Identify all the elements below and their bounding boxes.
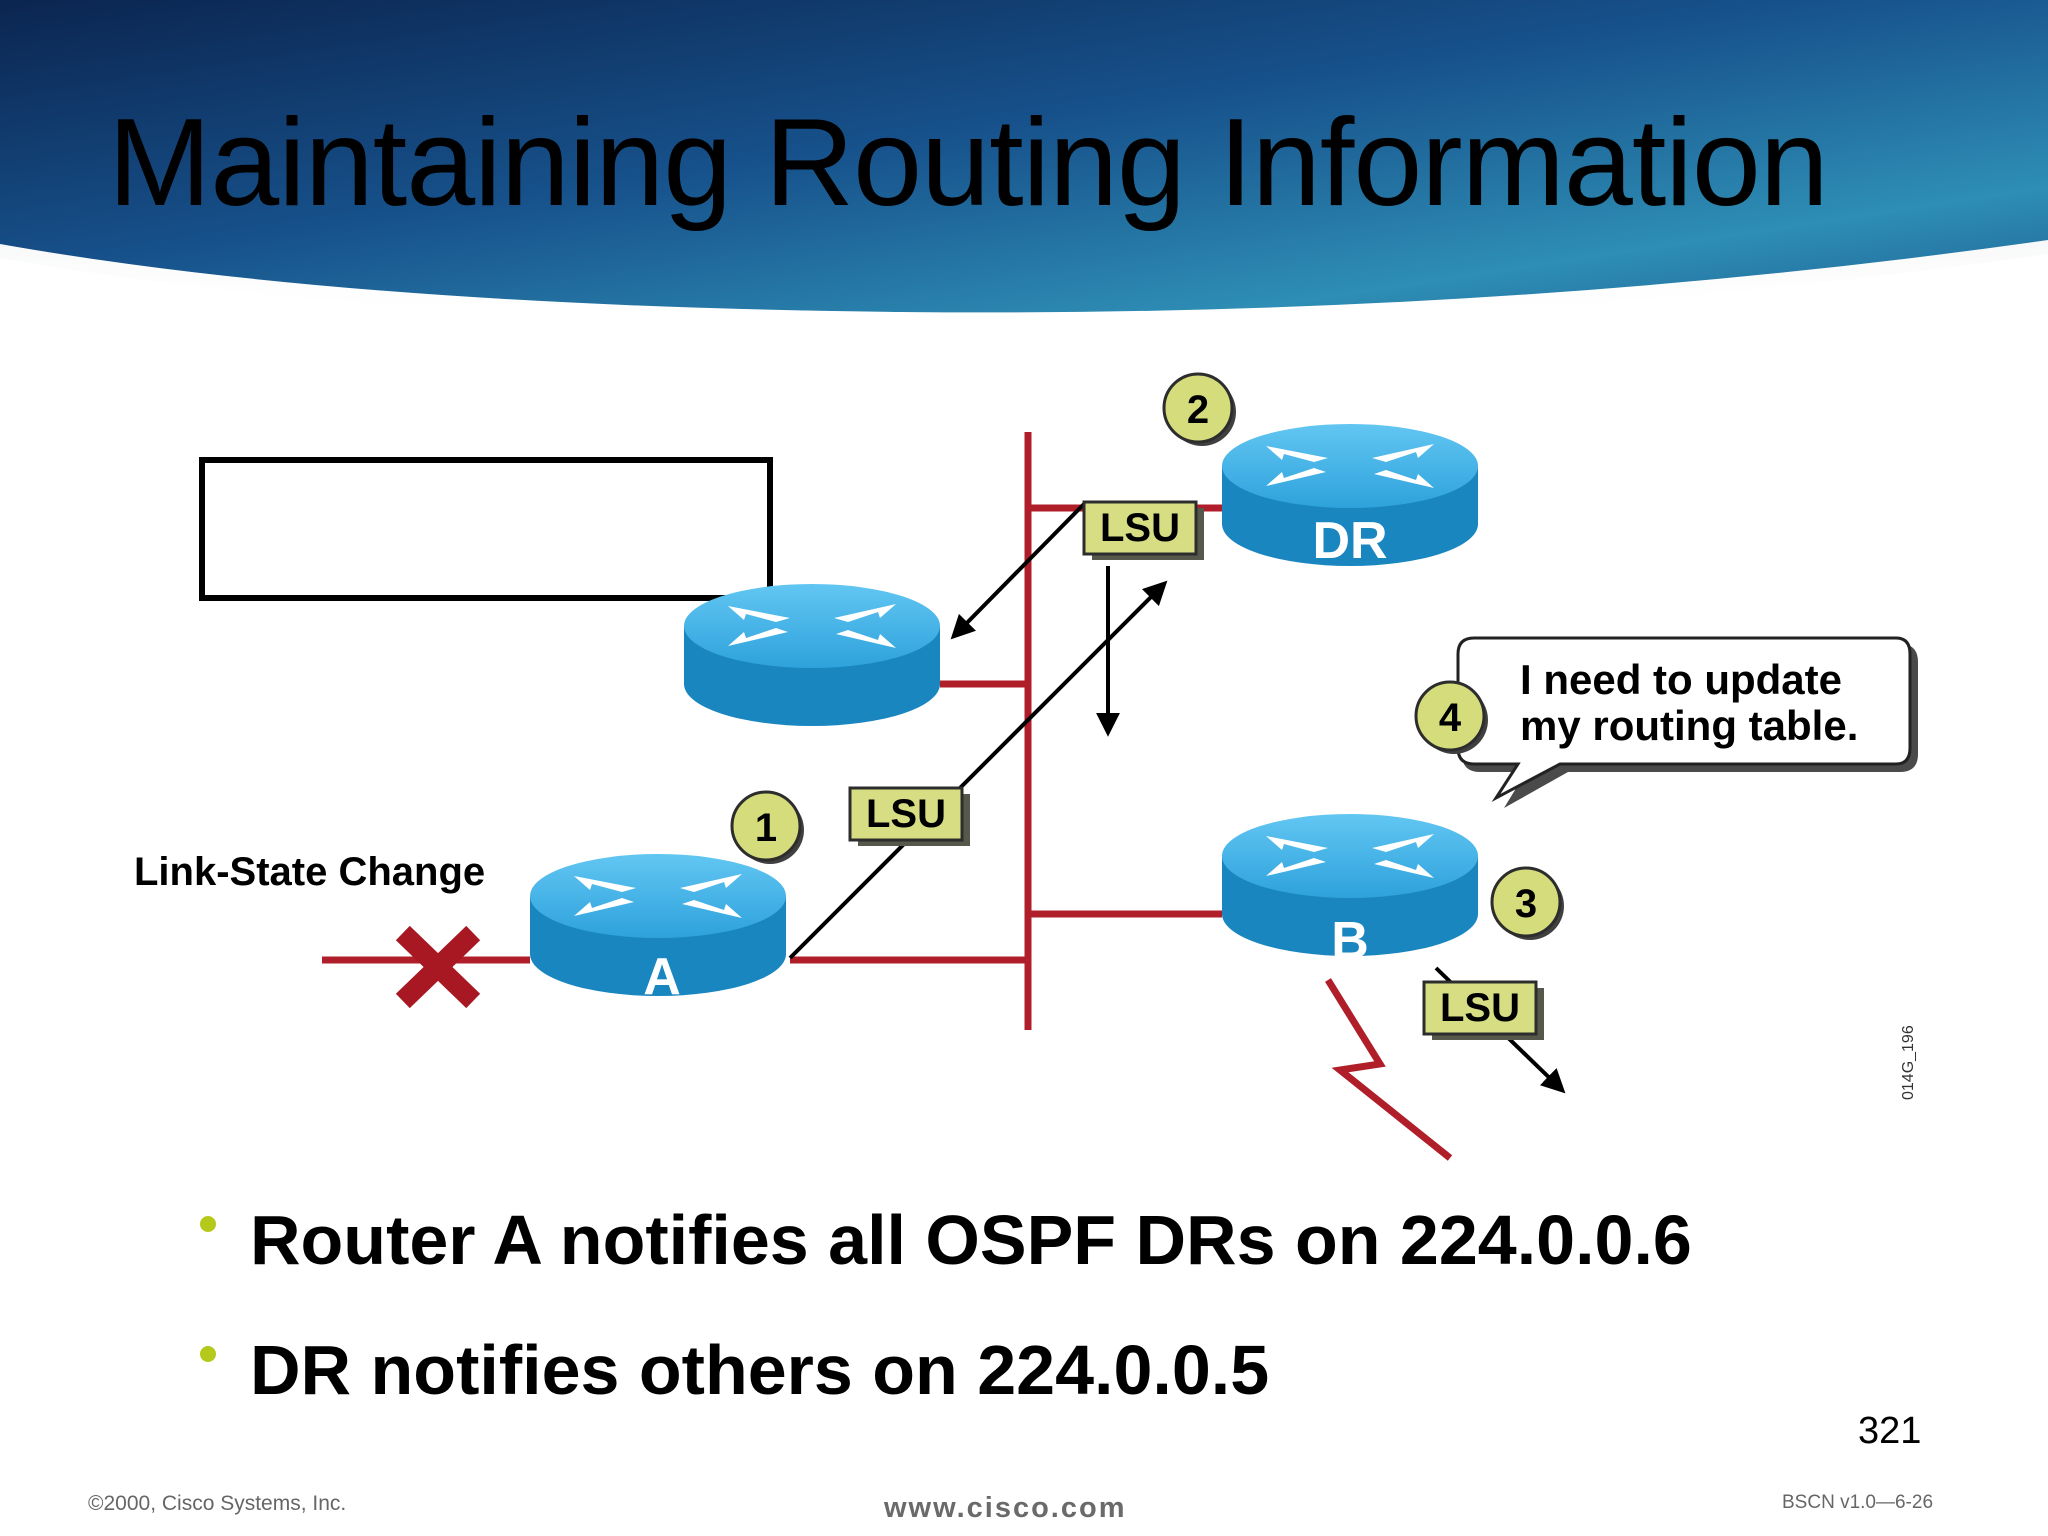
figure-id: 014G_196 bbox=[1900, 1025, 1917, 1100]
serial-link-b bbox=[1325, 978, 1453, 1161]
lsu-packet-a: LSU bbox=[848, 786, 970, 846]
step-2-label: 2 bbox=[1187, 388, 1209, 432]
footer-url: www.cisco.com bbox=[884, 1492, 1127, 1524]
lsu-label-dr: LSU bbox=[1100, 506, 1180, 550]
bullet-dot-icon bbox=[200, 1216, 216, 1232]
bullet-text: Router A notifies all OSPF DRs on 224.0.… bbox=[250, 1201, 1692, 1279]
arrow-a-to-dr bbox=[788, 580, 1168, 960]
bullet-text: DR notifies others on 224.0.0.5 bbox=[250, 1331, 1270, 1409]
step-badge-4: 4 bbox=[1414, 680, 1488, 754]
network-links bbox=[322, 432, 1453, 1161]
lsu-packet-b: LSU bbox=[1422, 980, 1544, 1040]
header-banner bbox=[0, 0, 2048, 327]
empty-label-box bbox=[199, 457, 773, 601]
step-4-label: 4 bbox=[1439, 696, 1462, 740]
router-label-b: B bbox=[1331, 912, 1369, 970]
router-mid bbox=[684, 584, 940, 726]
step-3-label: 3 bbox=[1515, 882, 1537, 926]
step-1-label: 1 bbox=[755, 806, 777, 850]
link-state-change-label: Link-State Change bbox=[134, 850, 485, 894]
router-label-a: A bbox=[643, 948, 681, 1006]
slide-title: Maintaining Routing Information bbox=[108, 94, 1829, 232]
step-badge-1: 1 bbox=[730, 790, 804, 864]
router-label-dr: DR bbox=[1312, 512, 1387, 570]
lsu-label-a: LSU bbox=[866, 792, 946, 836]
ospf-diagram: DR A B LSU LSU LSU 1 2 bbox=[134, 372, 1918, 1161]
step-badge-3: 3 bbox=[1490, 866, 1564, 940]
lsu-packet-dr: LSU bbox=[1082, 500, 1204, 560]
arrow-dr-to-mid bbox=[950, 502, 1086, 640]
speech-line-1: I need to update bbox=[1520, 656, 1842, 703]
lsu-label-b: LSU bbox=[1440, 986, 1520, 1030]
footer-copyright: ©2000, Cisco Systems, Inc. bbox=[88, 1492, 347, 1515]
link-failure-x-icon bbox=[395, 925, 481, 1009]
speech-line-2: my routing table. bbox=[1520, 702, 1858, 749]
speech-bubble: I need to update my routing table. bbox=[1456, 636, 1918, 808]
step-badge-2: 2 bbox=[1162, 372, 1236, 446]
footer-course: BSCN v1.0—6-26 bbox=[1782, 1492, 1934, 1513]
bullet-dot-icon bbox=[200, 1346, 216, 1362]
page-number: 321 bbox=[1858, 1410, 1922, 1452]
